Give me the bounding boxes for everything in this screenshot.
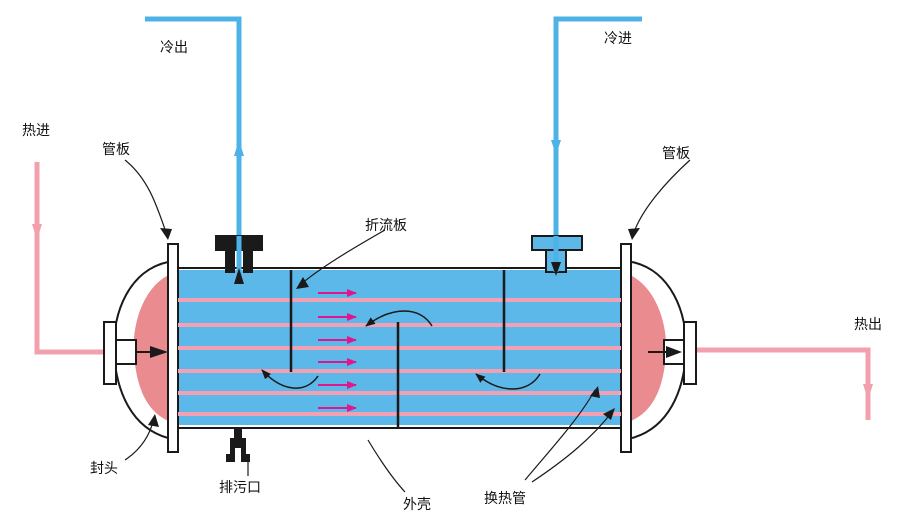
arrow-down-icon (551, 140, 561, 155)
hot-out-label: 热出 (854, 317, 882, 333)
tube-sheet-right (620, 243, 632, 453)
arrow-up-icon (234, 140, 244, 156)
flow-arrow-icon (318, 289, 357, 412)
hot-out-pipe (672, 347, 873, 420)
head-label: 封头 (90, 461, 118, 477)
tubes-label: 换热管 (484, 490, 526, 507)
swirl-arrow-icon (261, 310, 541, 390)
heat-exchange-tubes (178, 298, 621, 416)
hot-in-pipe (32, 162, 150, 355)
arrow-right-icon (666, 346, 682, 358)
leader-arrowheads (148, 228, 640, 427)
arrow-down-icon (863, 384, 873, 400)
arrow-up-icon (234, 268, 244, 284)
tube-sheet-left-label: 管板 (102, 142, 130, 158)
tube-sheet-right-label: 管板 (662, 146, 690, 162)
tube-sheet-left (167, 243, 179, 453)
cold-in-label: 冷进 (604, 31, 632, 47)
cold-out-pipe (145, 16, 244, 270)
drain-label: 排污口 (219, 480, 261, 496)
baffle-label: 折流板 (365, 218, 407, 234)
right-head (621, 272, 667, 424)
hot-inlet-nozzle (103, 321, 137, 385)
arrow-right-icon (150, 346, 168, 358)
baffles (289, 270, 506, 428)
cold-in-pipe (551, 16, 642, 262)
shell-label: 外壳 (403, 496, 431, 513)
cold-out-label: 冷出 (160, 40, 188, 56)
arrow-down-icon (551, 262, 561, 276)
arrow-down-icon (32, 224, 42, 240)
hot-in-label: 热进 (22, 123, 50, 139)
hot-outlet-nozzle (663, 321, 697, 385)
